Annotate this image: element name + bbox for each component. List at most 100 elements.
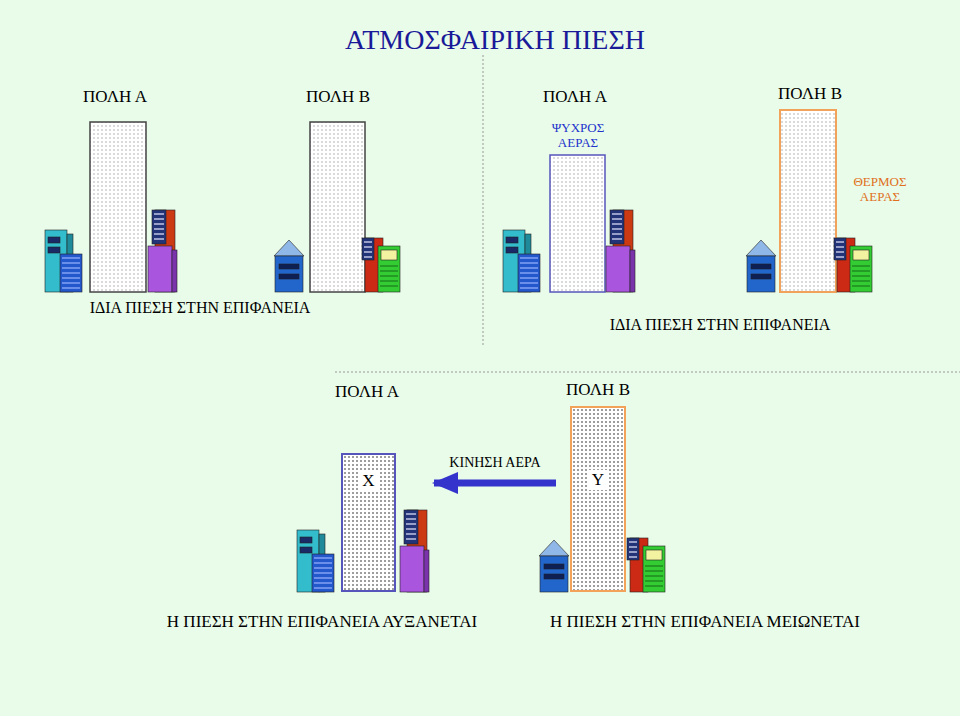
window-row — [836, 241, 844, 242]
window-row — [314, 557, 332, 558]
window-row — [154, 213, 164, 214]
window-row — [520, 282, 538, 283]
window-row — [645, 585, 663, 586]
building-part — [544, 564, 564, 569]
window-row — [380, 280, 398, 281]
window-row — [154, 218, 164, 219]
label: ΙΔΙΑ ΠΙΕΣΗ ΣΤΗΝ ΕΠΙΦΑΝΕΙΑ — [90, 299, 311, 317]
window-row — [612, 238, 622, 239]
air-flow-arrow — [434, 480, 556, 487]
window-row — [62, 262, 80, 263]
building-part — [518, 254, 540, 292]
label: Η ΠΙΕΣΗ ΣΤΗΝ ΕΠΙΦΑΝΕΙΑ ΜΕΙΩΝΕΤΑΙ — [550, 612, 860, 632]
label: ΠΟΛΗ Α — [335, 382, 399, 402]
building-part — [381, 250, 397, 260]
building-part — [850, 246, 872, 292]
window-row — [380, 270, 398, 271]
building-part — [48, 247, 60, 253]
building-part — [747, 256, 775, 292]
building-part — [506, 237, 518, 243]
window-row — [154, 238, 164, 239]
title: ΑΤΜΟΣΦΑΙΡΙΚΗ ΠΙΕΣΗ — [345, 24, 645, 56]
building-part — [544, 574, 564, 579]
window-row — [406, 538, 416, 539]
label: ΠΟΛΗ Α — [83, 87, 147, 107]
air-column — [310, 122, 365, 292]
roof — [746, 240, 776, 256]
cold-air-column — [550, 155, 605, 292]
window-row — [154, 223, 164, 224]
building-part — [627, 538, 639, 560]
building-part — [378, 246, 400, 292]
window-row — [645, 580, 663, 581]
window-row — [406, 523, 416, 524]
label: ΙΔΙΑ ΠΙΕΣΗ ΣΤΗΝ ΕΠΙΦΑΝΕΙΑ — [610, 316, 831, 334]
window-row — [380, 265, 398, 266]
window-row — [645, 570, 663, 571]
window-row — [62, 287, 80, 288]
warm-air-column — [780, 110, 836, 292]
roof — [539, 540, 569, 556]
air-column: Χ — [341, 453, 396, 592]
building-part — [751, 264, 771, 269]
building-part — [751, 274, 771, 279]
building-part — [643, 546, 665, 592]
separator — [483, 55, 484, 345]
building-part — [312, 554, 334, 592]
window-row — [520, 267, 538, 268]
window-row — [364, 241, 372, 242]
window-row — [852, 270, 870, 271]
building-part — [300, 537, 312, 543]
window-row — [520, 262, 538, 263]
building-part — [152, 210, 166, 244]
window-row — [836, 256, 844, 257]
building-part — [60, 254, 82, 292]
roof — [274, 240, 304, 256]
building-part — [834, 238, 846, 260]
window-row — [852, 280, 870, 281]
window-row — [520, 272, 538, 273]
buildings — [45, 210, 872, 592]
window-row — [154, 233, 164, 234]
window-row — [645, 565, 663, 566]
window-row — [364, 256, 372, 257]
building-part — [404, 510, 418, 544]
window-row — [612, 223, 622, 224]
building-part — [275, 256, 303, 292]
window-row — [612, 228, 622, 229]
label: ΠΟΛΗ Α — [543, 87, 607, 107]
window-row — [406, 513, 416, 514]
air-column: Υ — [570, 406, 626, 592]
building-part — [630, 250, 635, 292]
window-row — [406, 518, 416, 519]
window-row — [520, 257, 538, 258]
building-part — [279, 264, 299, 269]
window-row — [314, 582, 332, 583]
building-part — [540, 556, 568, 592]
building-part — [362, 238, 374, 260]
separator — [335, 372, 960, 373]
window-row — [62, 277, 80, 278]
column-letter: Χ — [359, 471, 377, 491]
label: ΠΟΛΗ Β — [306, 87, 370, 107]
building-part — [646, 550, 662, 560]
building-part — [300, 547, 312, 553]
air-column — [90, 122, 146, 292]
window-row — [406, 528, 416, 529]
window-row — [612, 213, 622, 214]
connectors — [434, 483, 556, 484]
window-row — [629, 556, 637, 557]
building-cluster — [746, 238, 872, 292]
label: ΘΕΡΜΟΣ ΑΕΡΑΣ — [845, 175, 915, 205]
label: ΨΥΧΡΟΣ ΑΕΡΑΣ — [543, 121, 613, 151]
window-row — [852, 275, 870, 276]
building-part — [48, 237, 60, 243]
window-row — [62, 267, 80, 268]
window-row — [314, 577, 332, 578]
building-cluster — [45, 210, 177, 292]
window-row — [154, 228, 164, 229]
building-part — [172, 250, 177, 292]
window-row — [629, 546, 637, 547]
window-row — [612, 233, 622, 234]
